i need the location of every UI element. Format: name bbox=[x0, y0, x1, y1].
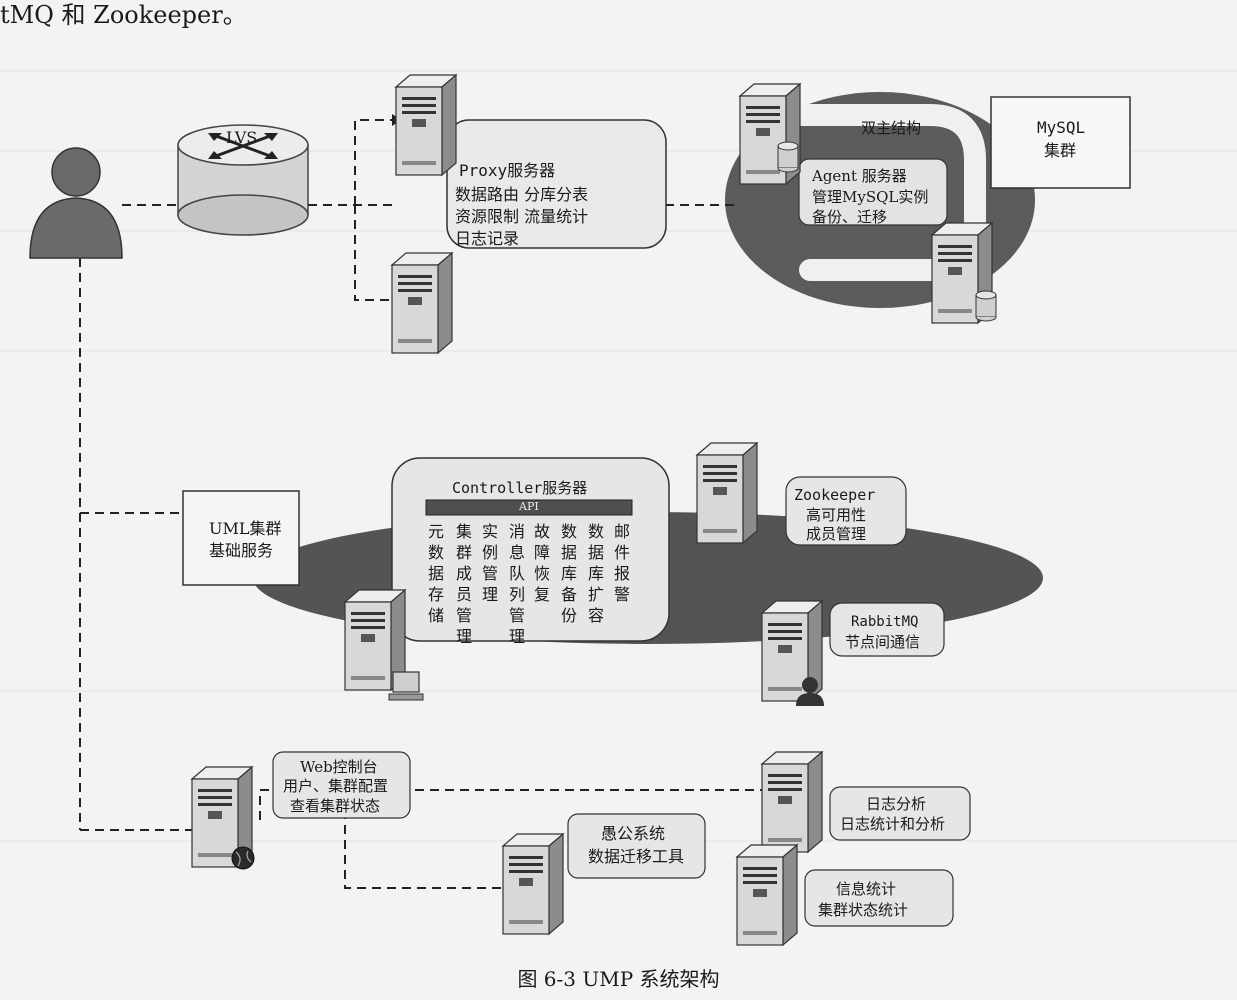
func-col: 集群成员管理 bbox=[456, 522, 473, 646]
api-label: API bbox=[519, 500, 539, 513]
stats-line-2: 集群状态统计 bbox=[818, 901, 909, 919]
web-console-title: Web控制台 bbox=[300, 758, 378, 776]
stats-server-icon bbox=[736, 844, 798, 946]
proxy-line-1: 数据路由 分库分表 bbox=[455, 185, 589, 204]
web-console-box bbox=[272, 751, 411, 819]
connection-lines bbox=[79, 119, 763, 889]
stats-line-1: 信息统计 bbox=[836, 880, 897, 898]
uml-line-1: UML集群 bbox=[209, 519, 282, 538]
migration-server-icon bbox=[502, 833, 564, 935]
func-col: 实例管理 bbox=[482, 522, 499, 604]
globe-icon bbox=[231, 846, 255, 870]
zookeeper-label-box bbox=[785, 476, 907, 546]
agent-title: Agent 服务器 bbox=[812, 167, 907, 185]
uml-line-2: 基础服务 bbox=[209, 541, 274, 560]
monitor-icon bbox=[388, 671, 424, 701]
func-col: 数据库备份 bbox=[561, 522, 578, 625]
page-top-text: tMQ 和 Zookeeper。 bbox=[0, 1, 247, 29]
agent-label-box bbox=[798, 158, 948, 226]
mysql-cluster-subtitle: 集群 bbox=[1044, 141, 1077, 160]
lvs-router-icon bbox=[177, 124, 309, 236]
proxy-label-box bbox=[446, 119, 667, 249]
proxy-server-icon bbox=[395, 74, 457, 176]
zookeeper-server-icon bbox=[696, 442, 758, 544]
controller-title: Controller服务器 bbox=[452, 479, 588, 497]
func-col: 邮件报警 bbox=[614, 522, 631, 604]
proxy-line-2: 资源限制 流量统计 bbox=[455, 207, 589, 226]
func-col: 故障恢复 bbox=[534, 522, 551, 604]
agent-line-2: 备份、迁移 bbox=[812, 208, 888, 226]
database-icon bbox=[975, 290, 997, 322]
web-console-line-2: 查看集群状态 bbox=[290, 797, 381, 815]
proxy-server-icon bbox=[391, 252, 453, 354]
log-server-icon bbox=[761, 751, 823, 853]
zookeeper-title: Zookeeper bbox=[794, 486, 876, 504]
func-col: 数据库扩容 bbox=[588, 522, 605, 625]
mysql-cluster-title: MySQL bbox=[1037, 118, 1086, 137]
stats-box bbox=[804, 869, 954, 927]
rabbitmq-title: RabbitMQ bbox=[851, 614, 919, 630]
zookeeper-line-2: 成员管理 bbox=[806, 525, 867, 543]
log-analysis-line-2: 日志统计和分析 bbox=[840, 815, 946, 833]
figure-caption: 图 6-3 UMP 系统架构 bbox=[517, 967, 720, 991]
zookeeper-line-1: 高可用性 bbox=[806, 506, 867, 524]
uml-box bbox=[182, 490, 300, 586]
log-analysis-box bbox=[829, 786, 971, 841]
web-console-line-1: 用户、集群配置 bbox=[283, 777, 389, 795]
lvs-label: LVS bbox=[226, 128, 258, 147]
mysql-cluster-box bbox=[990, 96, 1131, 189]
migration-line-2: 数据迁移工具 bbox=[588, 847, 685, 866]
log-analysis-line-1: 日志分析 bbox=[866, 795, 927, 813]
func-col: 元数据存储 bbox=[428, 522, 445, 625]
migration-tool-box bbox=[567, 813, 706, 879]
agent-line-1: 管理MySQL实例 bbox=[812, 188, 929, 206]
person-icon bbox=[796, 677, 824, 706]
migration-line-1: 愚公系统 bbox=[601, 824, 666, 843]
master-master-label: 双主结构 bbox=[861, 119, 922, 137]
database-icon bbox=[777, 141, 799, 173]
func-col: 消息队列管理 bbox=[509, 522, 526, 646]
rabbitmq-line-1: 节点间通信 bbox=[845, 633, 921, 651]
user-icon bbox=[29, 147, 123, 259]
rabbitmq-label-box bbox=[829, 602, 945, 657]
api-bar bbox=[425, 499, 633, 516]
proxy-line-3: 日志记录 bbox=[455, 229, 520, 248]
proxy-title: Proxy服务器 bbox=[459, 161, 556, 180]
